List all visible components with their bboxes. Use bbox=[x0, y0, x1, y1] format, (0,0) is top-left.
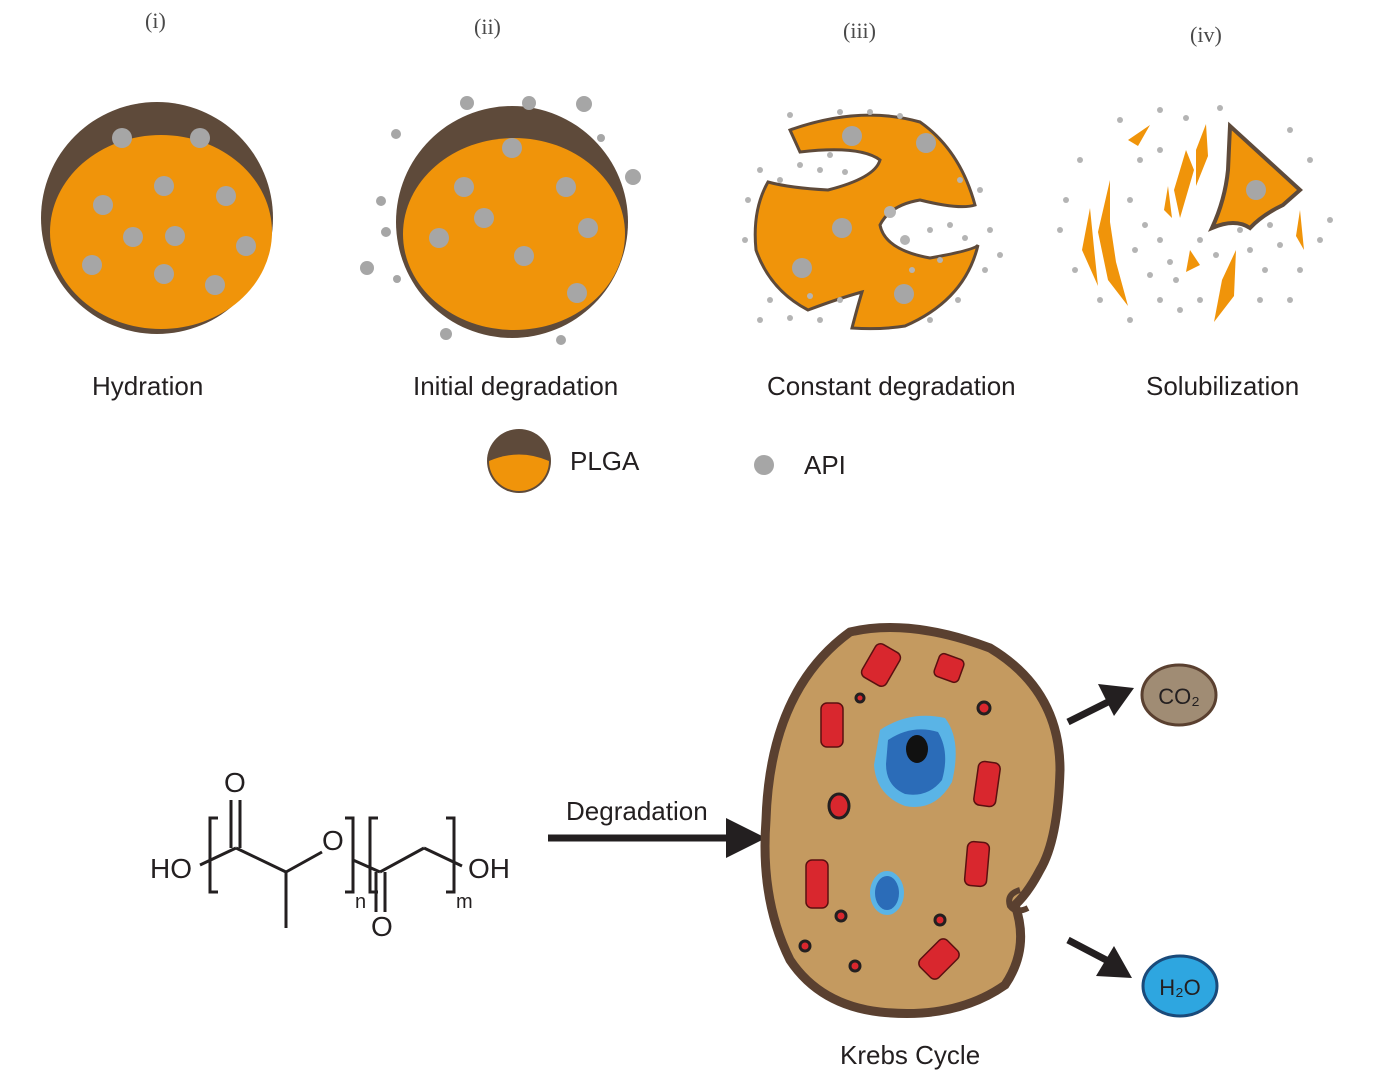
legend-plga-icon bbox=[487, 429, 551, 493]
h2o-label: H₂O bbox=[1159, 975, 1201, 1000]
chem-o-top: O bbox=[224, 767, 246, 798]
plga-structure-labels: HO O O O OH n m bbox=[150, 767, 510, 942]
stage-1-api-dots bbox=[82, 128, 256, 295]
stage-caption-constant-degradation: Constant degradation bbox=[767, 371, 1016, 401]
stage-3-released-api bbox=[742, 109, 1003, 323]
chem-oh: OH bbox=[468, 853, 510, 884]
chem-n: n bbox=[355, 891, 366, 913]
stage-1-particle bbox=[41, 102, 273, 334]
h2o-arrow bbox=[1066, 936, 1132, 978]
legend-plga-label: PLGA bbox=[570, 446, 640, 476]
stage-caption-hydration: Hydration bbox=[92, 371, 204, 401]
stage-numeral-3: (iii) bbox=[843, 18, 876, 43]
degradation-label: Degradation bbox=[566, 796, 708, 826]
stage-4-fragments bbox=[1057, 105, 1333, 323]
stage-numeral-4: (iv) bbox=[1190, 22, 1222, 47]
stage-2-released-api bbox=[360, 96, 641, 345]
stage-numeral-1: (i) bbox=[145, 8, 166, 33]
stage-2-particle bbox=[360, 96, 641, 345]
h2o-product: H₂O bbox=[1141, 954, 1219, 1018]
cell-label: Krebs Cycle bbox=[840, 1040, 980, 1070]
stage-4-orange-shards bbox=[1082, 124, 1304, 322]
stage-3-particle bbox=[742, 109, 1003, 331]
stage-2-api-dots bbox=[429, 138, 598, 303]
chem-o-bottom: O bbox=[371, 911, 393, 942]
co2-arrow bbox=[1066, 684, 1134, 726]
legend-api-icon bbox=[754, 455, 774, 475]
chem-o-link: O bbox=[322, 825, 344, 856]
stage-3-api-dots bbox=[792, 126, 936, 304]
chem-m: m bbox=[456, 891, 473, 913]
stage-numeral-2: (ii) bbox=[474, 14, 501, 39]
chem-ho: HO bbox=[150, 853, 192, 884]
stage-caption-initial-degradation: Initial degradation bbox=[413, 371, 619, 401]
degradation-arrow bbox=[548, 818, 766, 858]
legend-api-label: API bbox=[804, 450, 846, 480]
stage-caption-solubilization: Solubilization bbox=[1146, 371, 1300, 401]
plga-structure bbox=[199, 800, 463, 928]
co2-product: CO₂ bbox=[1140, 663, 1218, 727]
co2-label: CO₂ bbox=[1158, 684, 1200, 709]
stage-4-released-api bbox=[1057, 105, 1333, 323]
cell bbox=[760, 623, 1065, 1018]
